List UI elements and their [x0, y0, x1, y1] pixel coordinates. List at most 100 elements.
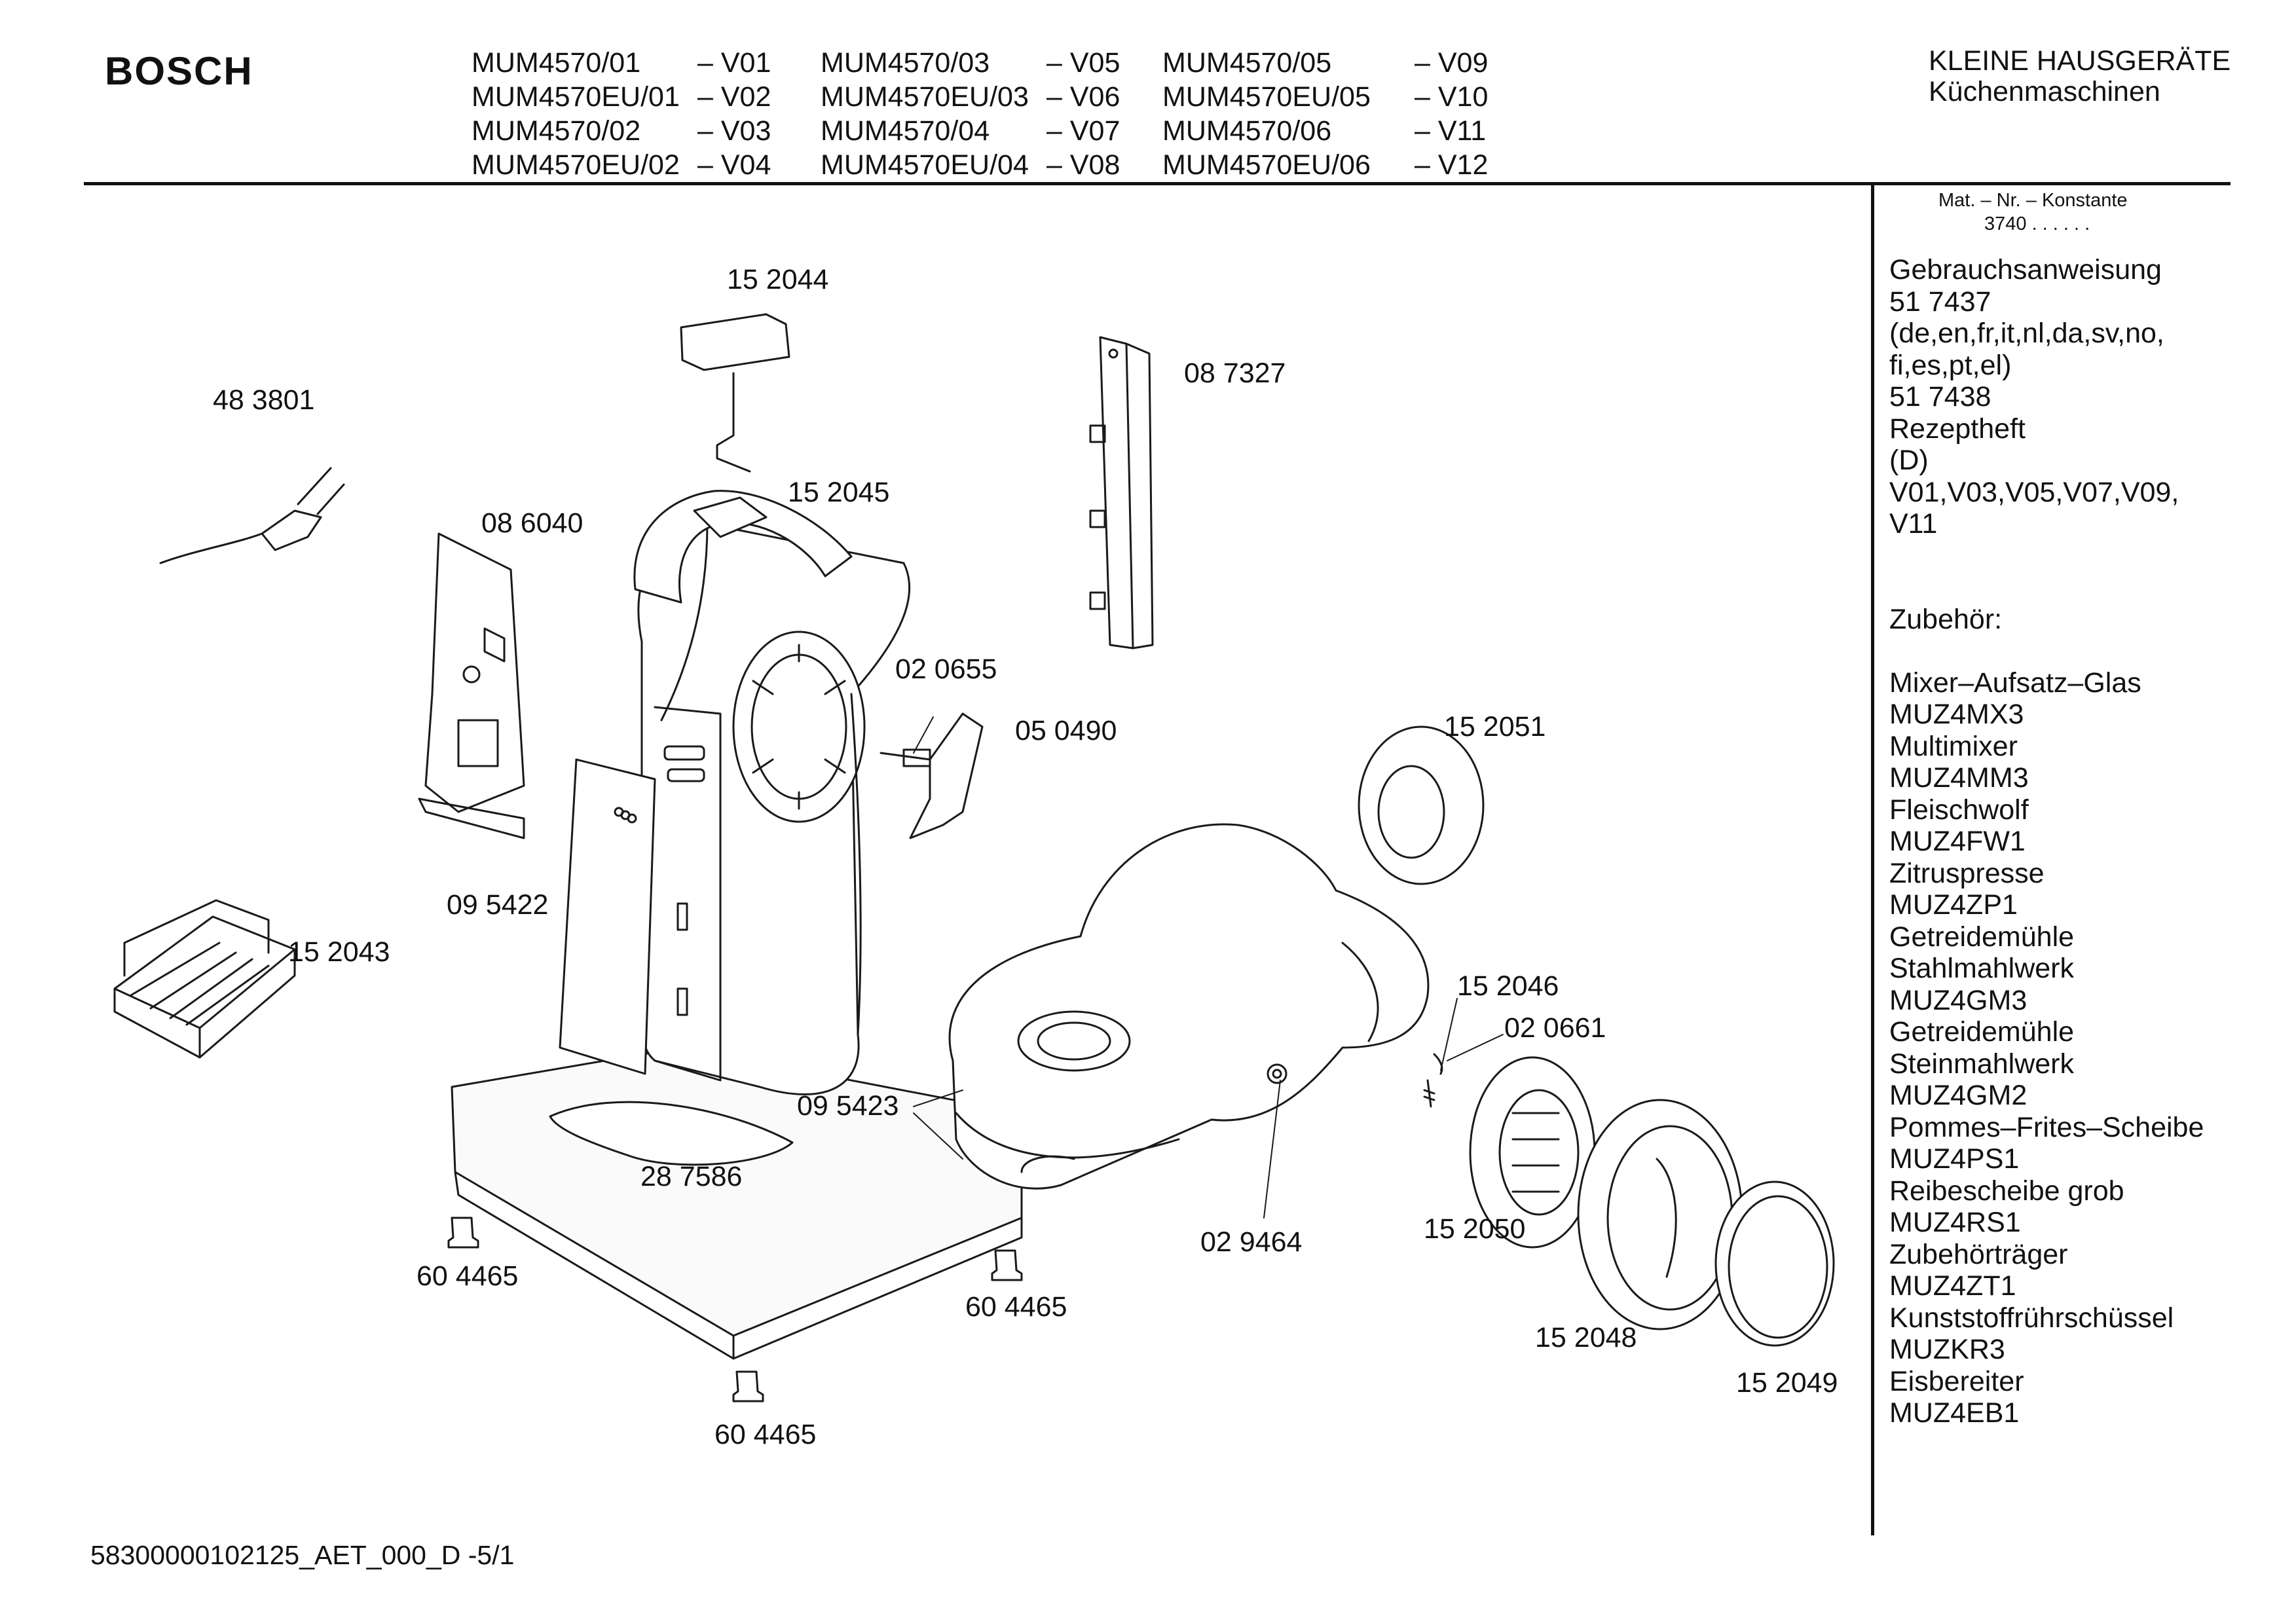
- model-column-1: MUM4570/01 – V01 MUM4570EU/01 – V02 MUM457…: [472, 46, 771, 182]
- sidebar-line: MUZ4MX3: [1889, 699, 2024, 730]
- callout-020661: 02 0661: [1504, 1012, 1606, 1044]
- sidebar-line: Gebrauchsanweisung: [1889, 254, 2162, 285]
- variant-code: – V01: [697, 47, 771, 79]
- sidebar-line: MUZ4MM3: [1889, 762, 2029, 794]
- gear-cover-ring-drawing: [1358, 725, 1485, 885]
- variant-code: – V10: [1415, 81, 1489, 113]
- sidebar-line: Zubehör:: [1889, 603, 2003, 635]
- model-number: MUM4570/05: [1162, 47, 1332, 79]
- material-number-label: Mat. – Nr. – Konstante: [1938, 190, 2128, 211]
- callout-483801: 48 3801: [213, 384, 315, 416]
- leader-lines: [913, 716, 1504, 1218]
- bracket-rail-drawing: [1089, 336, 1154, 650]
- callout-604465-bottom: 60 4465: [714, 1419, 817, 1450]
- sidebar-line: Getreidemühle: [1889, 1016, 2075, 1048]
- rubber-feet-drawing: [447, 1217, 1023, 1402]
- sidebar-line: MUZ4ZT1: [1889, 1270, 2016, 1302]
- model-row: MUM4570EU/05 – V10: [1162, 80, 1488, 114]
- model-number: MUM4570EU/03: [821, 81, 1029, 113]
- sidebar-line: Eisbereiter: [1889, 1365, 2024, 1397]
- category-subtitle: Küchenmaschinen: [1929, 76, 2160, 107]
- sidebar-line: Getreidemühle: [1889, 921, 2075, 953]
- header-rule: [84, 182, 2231, 185]
- variant-code: – V03: [697, 115, 771, 147]
- model-number: MUM4570/04: [821, 115, 990, 147]
- brand-logo: BOSCH: [105, 49, 253, 93]
- sidebar-line: MUZ4GM3: [1889, 984, 2028, 1016]
- variant-code: – V02: [697, 81, 771, 113]
- model-number: MUM4570/01: [472, 47, 641, 79]
- model-number: MUM4570EU/06: [1162, 149, 1371, 181]
- sidebar-line: V01,V03,V05,V07,V09,: [1889, 476, 2179, 508]
- sidebar-line: MUZKR3: [1889, 1334, 2005, 1365]
- outlet-cover-disc-drawing: [1577, 1099, 1743, 1330]
- model-column-2: MUM4570/03– V05 MUM4570EU/03 – V06 MUM457…: [821, 46, 1120, 182]
- lid-drawing: [680, 313, 790, 473]
- callout-152048: 15 2048: [1535, 1322, 1637, 1353]
- model-number: MUM4570/06: [1162, 115, 1332, 147]
- callout-152044: 15 2044: [727, 264, 829, 295]
- model-number: MUM4570EU/01: [472, 81, 680, 113]
- sidebar-line: MUZ4FW1: [1889, 826, 2026, 857]
- model-row: MUM4570/03– V05: [821, 46, 1120, 80]
- sidebar-rule: [1871, 183, 1874, 1535]
- model-row: MUM4570EU/03 – V06: [821, 80, 1120, 114]
- sidebar-line: MUZ4EB1: [1889, 1397, 2020, 1429]
- spring-drawing: [1423, 1053, 1443, 1108]
- variant-code: – V09: [1415, 47, 1489, 79]
- callout-287586: 28 7586: [640, 1161, 743, 1192]
- variant-code: – V08: [1046, 149, 1120, 181]
- material-number-value: 3740 . . . . . .: [1984, 213, 2090, 234]
- sidebar-line: Mixer–Aufsatz–Glas: [1889, 667, 2141, 699]
- sidebar-line: Fleischwolf: [1889, 794, 2029, 826]
- sidebar-line: Kunststoffrührschüssel: [1889, 1302, 2174, 1334]
- model-column-3: MUM4570/05 – V09 MUM4570EU/05 – V10 MUM457…: [1162, 46, 1488, 182]
- model-row: MUM4570EU/06 – V12: [1162, 148, 1488, 182]
- model-row: MUM4570/05 – V09: [1162, 46, 1488, 80]
- top-cover-drawing: [633, 490, 853, 604]
- sidebar-line: V11: [1889, 508, 1938, 540]
- category-title: KLEINE HAUSGERÄTE: [1929, 45, 2231, 77]
- callout-152050: 15 2050: [1424, 1213, 1526, 1245]
- sidebar-line: 51 7437: [1889, 285, 1991, 318]
- callout-086040: 08 6040: [481, 507, 583, 539]
- sidebar-line: Stahlmahlwerk: [1889, 953, 2074, 984]
- sidebar-line: 51 7438: [1889, 381, 1991, 412]
- accessory-tray-drawing: [113, 899, 296, 1059]
- front-panel-drawing: [559, 758, 656, 1075]
- variant-code: – V11: [1415, 115, 1487, 147]
- base-plate-drawing: [451, 1046, 1023, 1360]
- callout-095422: 09 5422: [447, 889, 549, 921]
- variant-code: – V12: [1415, 149, 1489, 181]
- sidebar-line: Steinmahlwerk: [1889, 1048, 2074, 1080]
- sidebar-line: MUZ4GM2: [1889, 1080, 2028, 1111]
- variant-code: – V06: [1046, 81, 1120, 113]
- sidebar-line: MUZ4RS1: [1889, 1207, 2021, 1238]
- callout-095423: 09 5423: [797, 1090, 899, 1122]
- sidebar-line: MUZ4PS1: [1889, 1143, 2020, 1175]
- callout-020655: 02 0655: [895, 653, 997, 685]
- model-number: MUM4570EU/05: [1162, 81, 1371, 113]
- callout-604465-left: 60 4465: [417, 1260, 519, 1292]
- motor-head-drawing: [948, 823, 1430, 1190]
- model-number: MUM4570EU/04: [821, 149, 1029, 181]
- variant-code: – V07: [1046, 115, 1120, 147]
- model-number: MUM4570/02: [472, 115, 641, 147]
- callout-152043: 15 2043: [288, 936, 390, 968]
- sidebar-line: Rezeptheft: [1889, 412, 2026, 445]
- callout-029464: 02 9464: [1200, 1226, 1303, 1258]
- power-cord-drawing: [159, 467, 345, 564]
- callout-050490: 05 0490: [1015, 715, 1117, 746]
- sidebar-line: MUZ4ZP1: [1889, 889, 2018, 921]
- model-number: MUM4570EU/02: [472, 149, 680, 181]
- callout-604465-right: 60 4465: [965, 1291, 1067, 1323]
- circuit-board-drawing: [418, 532, 525, 839]
- sidebar-line: Zubehörträger: [1889, 1238, 2068, 1270]
- model-number: MUM4570/03: [821, 47, 990, 79]
- housing-column-drawing: [637, 522, 911, 1095]
- callout-152046: 15 2046: [1457, 970, 1559, 1002]
- sidebar-line: (de,en,fr,it,nl,da,sv,no,: [1889, 318, 2164, 349]
